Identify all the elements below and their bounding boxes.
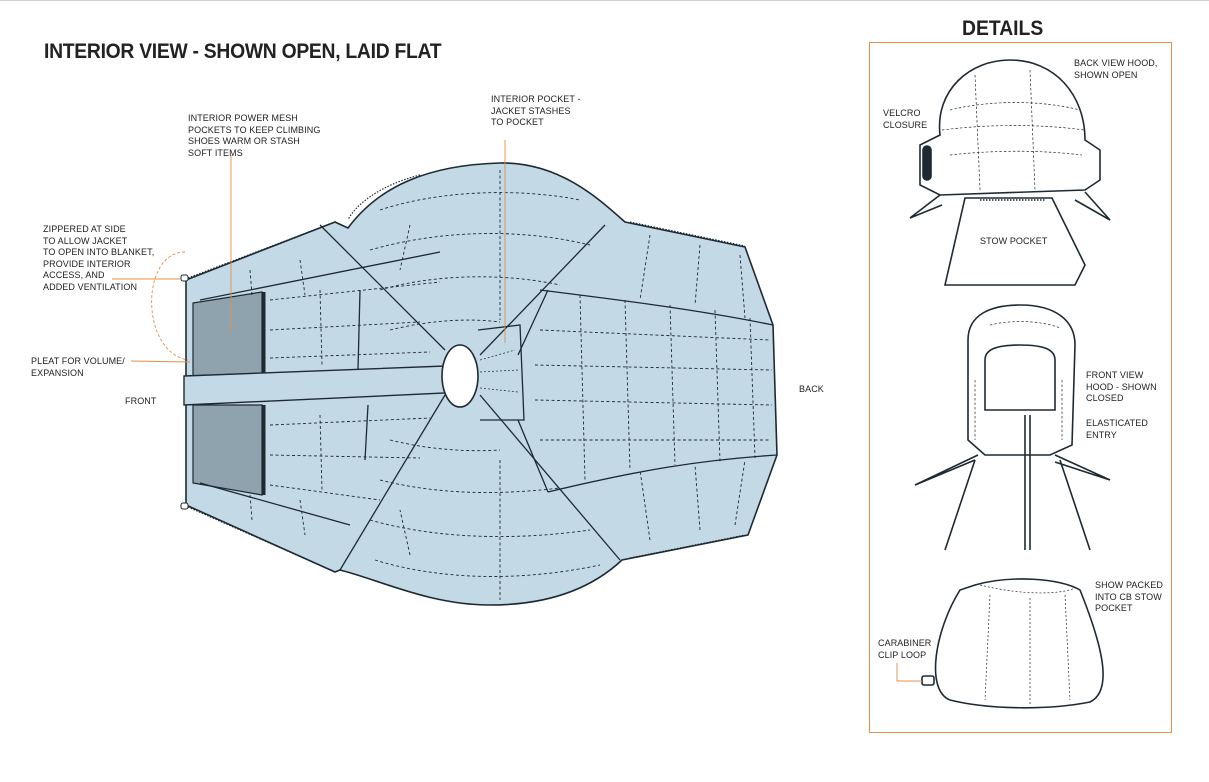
- callout-lines: [112, 140, 506, 363]
- label-packed: SHOW PACKED INTO CB STOW POCKET: [1095, 580, 1163, 613]
- callout-pleat: PLEAT FOR VOLUME/ EXPANSION: [31, 356, 125, 378]
- detail-back-hood: [909, 59, 1111, 286]
- page-title: INTERIOR VIEW - SHOWN OPEN, LAID FLAT: [44, 40, 442, 63]
- callout-zippered: ZIPPERED AT SIDE TO ALLOW JACKET TO OPEN…: [43, 224, 155, 292]
- detail-packed: [921, 578, 1104, 709]
- label-back-view-hood: BACK VIEW HOOD, SHOWN OPEN: [1074, 58, 1158, 80]
- collar-opening: [441, 344, 479, 408]
- mesh-pockets: [192, 291, 263, 496]
- label-front: FRONT: [125, 396, 157, 406]
- callout-power-mesh: INTERIOR POWER MESH POCKETS TO KEEP CLIM…: [188, 113, 321, 158]
- label-back: BACK: [799, 384, 824, 394]
- label-elasticated: ELASTICATED ENTRY: [1086, 418, 1148, 440]
- label-velcro: VELCRO CLOSURE: [883, 108, 928, 130]
- zippers: [187, 174, 746, 573]
- zipper-pull-bottom: [180, 502, 189, 510]
- quilting-stitches: [249, 170, 773, 600]
- details-title: DETAILS: [962, 17, 1044, 40]
- zipper-pull-top: [180, 274, 189, 282]
- label-front-view-hood: FRONT VIEW HOOD - SHOWN CLOSED: [1086, 370, 1157, 403]
- label-stow-pocket: STOW POCKET: [980, 236, 1048, 246]
- callout-interior-pocket: INTERIOR POCKET - JACKET STASHES TO POCK…: [491, 94, 581, 127]
- top-divider: [0, 0, 1209, 1]
- details-panel: [869, 42, 1172, 733]
- label-carabiner: CARABINER CLIP LOOP: [878, 638, 932, 660]
- detail-front-hood: [914, 304, 1111, 551]
